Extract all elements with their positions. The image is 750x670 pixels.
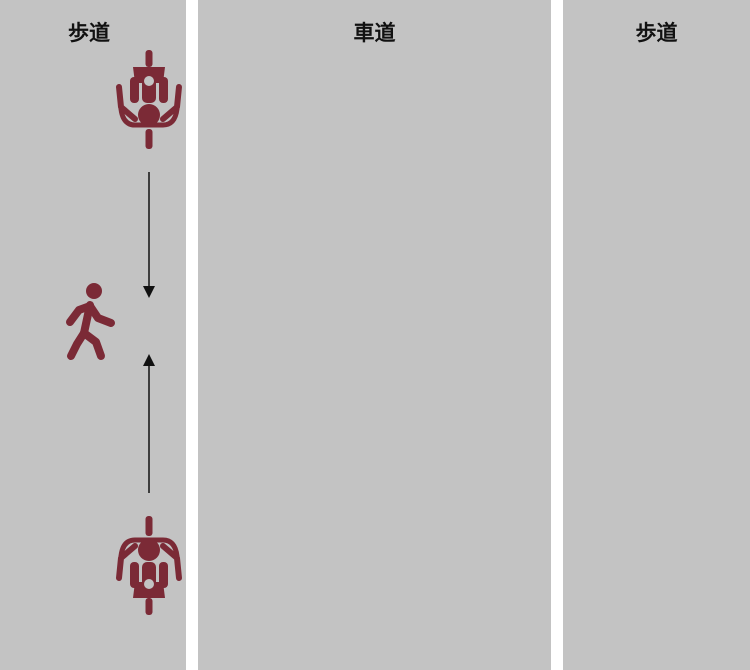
bicycle-rider-icon	[119, 50, 179, 149]
left-divider-line	[186, 0, 198, 670]
roadway-label: 車道	[353, 21, 396, 45]
right-divider-line	[551, 0, 563, 670]
pedestrian-icon	[66, 283, 115, 360]
right-sidewalk: 歩道	[563, 0, 750, 670]
roadway: 車道	[198, 0, 551, 670]
left-sidewalk-label: 歩道	[68, 21, 110, 45]
bicycle-rider-icon	[119, 516, 179, 615]
right-sidewalk-label: 歩道	[635, 21, 678, 45]
